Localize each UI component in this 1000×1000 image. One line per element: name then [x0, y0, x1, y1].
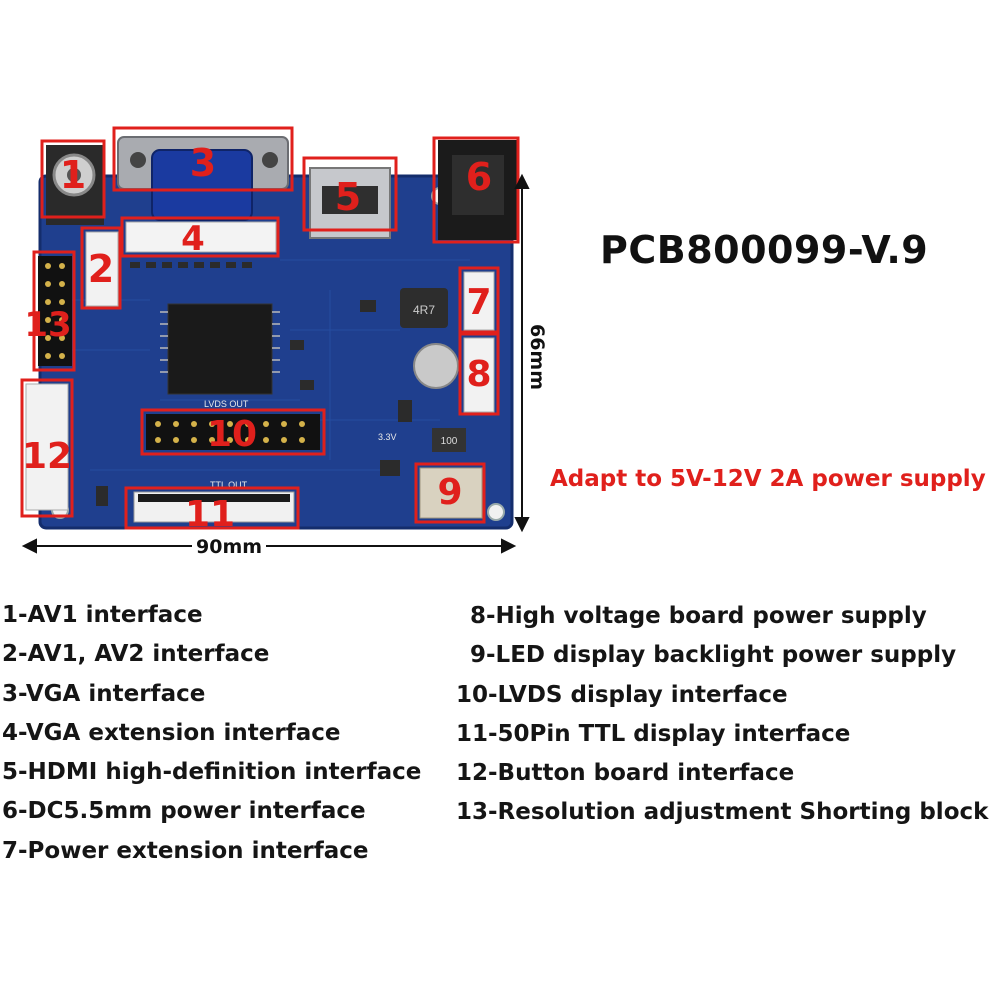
legend-item-1: 1-AV1 interface	[2, 602, 203, 628]
width-dimension-label: 90mm	[192, 536, 267, 558]
callout-number-2: 2	[88, 247, 114, 291]
resistor-label: 100	[441, 436, 458, 447]
legend-left-column: 1-AV1 interface 2-AV1, AV2 interface 3-V…	[2, 596, 421, 871]
power-supply-note: Adapt to 5V-12V 2A power supply	[550, 466, 986, 492]
legend-item-9: 9-LED display backlight power supply	[470, 642, 957, 669]
board-model-title: PCB800099-V.9	[600, 228, 929, 272]
callout-box-12	[20, 378, 74, 518]
callout-box-9	[414, 462, 486, 524]
callout-number-7: 7	[466, 282, 491, 323]
callout-number-11: 11	[185, 494, 235, 535]
callout-box-3	[112, 126, 294, 192]
pcb-board-illustration: 4R7 100 3.3V LVDS OUT TTL OUT 1 2 3 4 5	[20, 126, 530, 554]
callout-box-2	[80, 226, 122, 310]
callout-box-10	[140, 408, 326, 456]
callout-box-6	[432, 136, 520, 244]
legend-item-8: 8-High voltage board power supply	[470, 603, 927, 629]
height-dimension-arrow	[514, 173, 530, 533]
callout-number-13: 13	[24, 305, 71, 345]
inductor-label: 4R7	[413, 303, 435, 317]
legend-item-5: 5-HDMI high-definition interface	[2, 759, 422, 786]
callout-number-10: 10	[207, 414, 257, 455]
callout-number-4: 4	[181, 219, 205, 259]
legend-item-12: 12-Button board interface	[456, 760, 795, 787]
callout-box-5	[302, 156, 398, 232]
callout-box-7	[458, 266, 500, 334]
callout-box-13	[32, 250, 76, 372]
height-dimension-label: 66mm	[526, 319, 549, 395]
callout-box-8	[458, 332, 500, 416]
callout-number-5: 5	[335, 175, 361, 219]
callout-box-4	[120, 216, 280, 258]
callout-number-9: 9	[437, 472, 462, 513]
width-dimension-arrow	[21, 538, 517, 554]
callout-box-1	[40, 139, 106, 219]
callout-box-11	[124, 486, 300, 530]
callout-number-1: 1	[60, 153, 86, 197]
legend-item-10: 10-LVDS display interface	[456, 681, 788, 708]
legend-item-6: 6-DC5.5mm power interface	[2, 798, 366, 825]
callout-number-6: 6	[466, 155, 492, 199]
ttl-silkscreen: TTL OUT	[210, 480, 248, 490]
callout-number-12: 12	[22, 436, 72, 477]
legend-item-7: 7-Power extension interface	[2, 837, 369, 864]
legend-item-2: 2-AV1, AV2 interface	[2, 641, 270, 668]
main-chip	[167, 303, 273, 395]
lvds-silkscreen: LVDS OUT	[204, 399, 249, 409]
callout-number-3: 3	[190, 141, 216, 185]
legend-item-11: 11-50Pin TTL display interface	[456, 720, 851, 747]
callout-number-8: 8	[466, 354, 491, 395]
legend-item-3: 3-VGA interface	[2, 680, 206, 707]
legend-item-13: 13-Resolution adjustment Shorting block	[456, 799, 989, 826]
legend-item-4: 4-VGA extension interface	[2, 719, 341, 746]
voltage-silkscreen: 3.3V	[378, 432, 397, 442]
legend-right-column: 8-High voltage board power supply 9-LED …	[456, 597, 988, 833]
